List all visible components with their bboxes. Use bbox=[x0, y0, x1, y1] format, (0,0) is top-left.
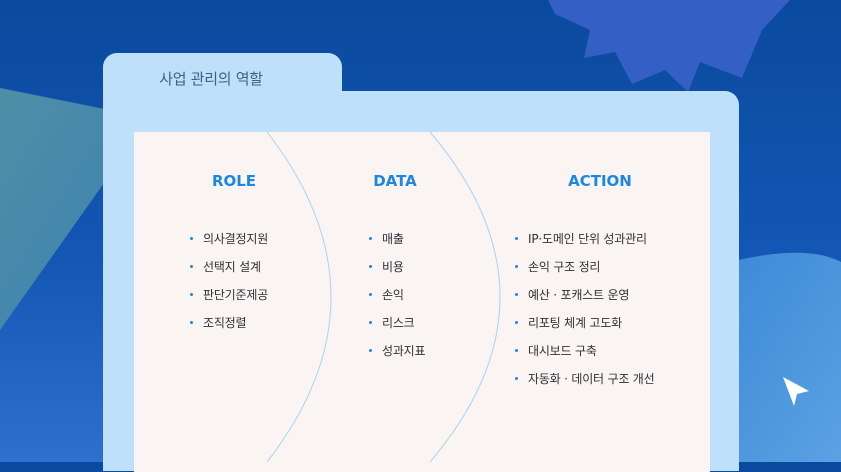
role-list: 의사결정지원 선택지 설계 판단기준제공 조직정렬 bbox=[190, 231, 268, 343]
data-list: 매출 비용 손익 리스크 성과지표 bbox=[369, 231, 426, 371]
list-item: 비용 bbox=[369, 259, 425, 287]
list-item: 선택지 설계 bbox=[190, 259, 268, 287]
column-divider-arcs bbox=[266, 131, 501, 462]
list-item: 리스크 bbox=[369, 315, 425, 343]
cursor-arrow-icon bbox=[783, 377, 809, 406]
divider-arc-data-action bbox=[429, 131, 501, 462]
column-title-data: DATA bbox=[373, 172, 417, 190]
list-item: 판단기준제공 bbox=[190, 287, 268, 315]
folder-title: 사업 관리의 역할 bbox=[159, 70, 263, 88]
content-paper bbox=[134, 132, 710, 472]
list-item: 손익 bbox=[369, 287, 425, 315]
list-item: 조직정렬 bbox=[190, 315, 268, 343]
divider-arc-role-data bbox=[266, 131, 332, 462]
action-list: IP·도메인 단위 성과관리 손익 구조 정리 예산 · 포캐스트 운영 리포팅… bbox=[515, 231, 655, 399]
list-item: 성과지표 bbox=[369, 343, 426, 371]
list-item: 매출 bbox=[369, 231, 425, 259]
list-item: 리포팅 체계 고도화 bbox=[515, 315, 654, 343]
list-item: 대시보드 구축 bbox=[515, 343, 654, 371]
column-title-role: ROLE bbox=[211, 172, 257, 190]
star-burst-shape bbox=[548, 0, 790, 92]
list-item: 손익 구조 정리 bbox=[515, 259, 654, 287]
list-item: 예산 · 포캐스트 운영 bbox=[515, 287, 654, 315]
list-item: 의사결정지원 bbox=[190, 231, 268, 259]
list-item: IP·도메인 단위 성과관리 bbox=[515, 231, 654, 259]
list-item: 자동화 · 데이터 구조 개선 bbox=[515, 371, 655, 399]
column-title-action: ACTION bbox=[568, 172, 632, 190]
